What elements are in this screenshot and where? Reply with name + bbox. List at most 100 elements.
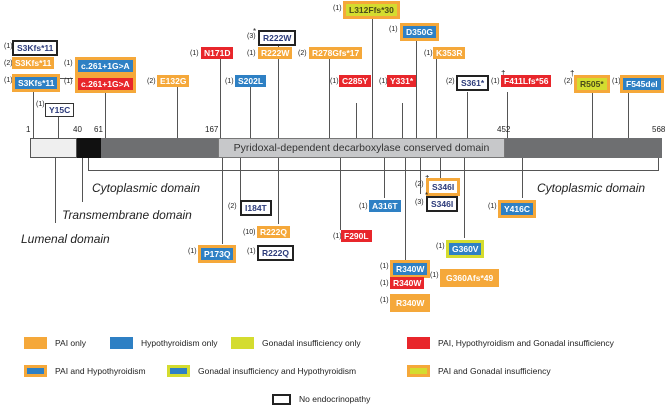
connector-line [384,158,385,198]
legend-swatch-all-three [407,337,430,349]
mutation-label: P173Q [198,245,237,263]
patient-count: (1) [612,78,621,85]
patient-count: (1) [333,5,342,12]
connector-line [250,84,251,138]
mutation-label: R222Q [257,245,294,261]
mutation-label: c.261+1G>A [75,75,136,93]
connector-line [405,158,406,260]
connector-line [592,86,593,138]
legend-label: PAI, Hypothyroidism and Gonadal insuffic… [438,338,614,348]
mutation-label: Y15C [45,103,75,117]
patient-count: (3) [247,33,256,40]
patient-count: (1) [380,297,389,304]
conserved-domain-segment: Pyridoxal-dependent decarboxylase conser… [218,138,505,158]
connector-line [177,86,178,138]
position-label: 40 [73,125,82,134]
lumenal-domain-label: Lumenal domain [21,232,110,246]
mutation-label: G360Afs*49 [440,269,500,287]
legend-swatch-pai [24,337,47,349]
legend-swatch-pai-hypothyroidism [24,365,47,377]
patient-count: (1) [330,78,339,85]
cytoplasmic-domain-label-right: Cytoplasmic domain [537,181,646,195]
dagger-mark: * [425,192,428,200]
cytoplasmic-segment-left [101,138,218,158]
cytoplasmic-domain-label-left: Cytoplasmic domain [92,181,201,195]
cytoplasmic-segment-right [505,138,662,158]
connector-line [33,78,34,138]
patient-count: (1) [488,203,497,210]
dagger-mark: † [501,69,506,78]
patient-count: (1) [380,280,389,287]
patient-count: (3) [415,199,424,206]
patient-count: (1) [247,248,256,255]
legend-label: PAI and Gonadal insufficiency [438,366,551,376]
patient-count: (1) [190,50,199,57]
domain-bracket [658,158,659,171]
mutation-label: R222W [258,47,293,59]
patient-count: (2) [446,78,455,85]
mutation-label: S346I [426,178,461,196]
patient-count: (1) [389,26,398,33]
mutation-label: E132G [157,75,190,87]
connector-line [416,36,417,138]
dagger-mark: † [570,69,575,78]
patient-count: (1) [359,203,368,210]
patient-count: (1) [64,60,73,67]
mutation-label: F411Lfs*56 [501,75,552,87]
legend-label: No endocrinopathy [299,394,371,404]
connector-line [420,158,421,194]
position-label: 568 [652,125,666,134]
connector-line [340,158,341,230]
connector-line [372,12,373,138]
mutation-label: R340W [390,260,431,278]
transmembrane-segment [77,138,101,158]
patient-count: (1) [247,50,256,57]
patient-count: (2) [415,181,424,188]
conserved-domain-label: Pyridoxal-dependent decarboxylase conser… [233,142,490,154]
patient-count: (1) [36,101,45,108]
transmembrane-domain-label: Transmembrane domain [62,208,192,222]
patient-count: (2) [298,50,307,57]
position-label: 61 [94,125,103,134]
connector-line [58,113,59,138]
connector-line [278,42,279,138]
mutation-label: c.261+1G>A [75,57,136,75]
patient-count: (1) [333,233,342,240]
mutation-label: S3Kfs*11 [12,40,59,56]
connector-line [220,58,221,138]
legend-swatch-gonadal-hypothyroidism [167,365,190,377]
mutation-label: S346I [426,196,459,212]
mutation-label: R340W [390,294,431,312]
patient-count: (1) [188,248,197,255]
mutation-label: L312Ffs*30 [343,1,400,19]
mutation-label: C285Y [339,75,371,87]
patient-count: (1) [4,43,13,50]
patient-count: (1) [379,78,388,85]
mutation-label: R505* [574,75,610,93]
lumenal-segment [30,138,77,158]
position-label: 167 [205,125,219,134]
patient-count: (2) [147,78,156,85]
connector-line [464,158,465,238]
legend-swatch-no-endocrinopathy [272,394,291,405]
mutation-label: D350G [400,23,439,41]
mutation-label: R340W [390,277,425,289]
mutation-label: N171D [201,47,234,59]
connector-line [467,92,468,138]
mutation-label: F290L [341,230,372,242]
mutation-label: Y416C [498,200,536,218]
connector-line [222,158,223,244]
domain-bracket [55,158,56,223]
legend-label: PAI and Hypothyroidism [55,366,146,376]
domain-bracket [88,170,658,171]
mutation-label: S361* [456,75,490,91]
mutation-label: K353R [433,47,466,59]
mutation-label: R278Gfs*17 [309,47,363,59]
connector-line [507,92,508,138]
connector-line [329,58,330,138]
mutation-label: I184T [240,200,272,216]
domain-bracket [88,158,89,171]
legend-label: Gonadal insufficiency and Hypothyroidism [198,366,357,376]
legend-label: Gonadal insufficiency only [262,338,361,348]
mutation-label: R222W [258,30,297,46]
